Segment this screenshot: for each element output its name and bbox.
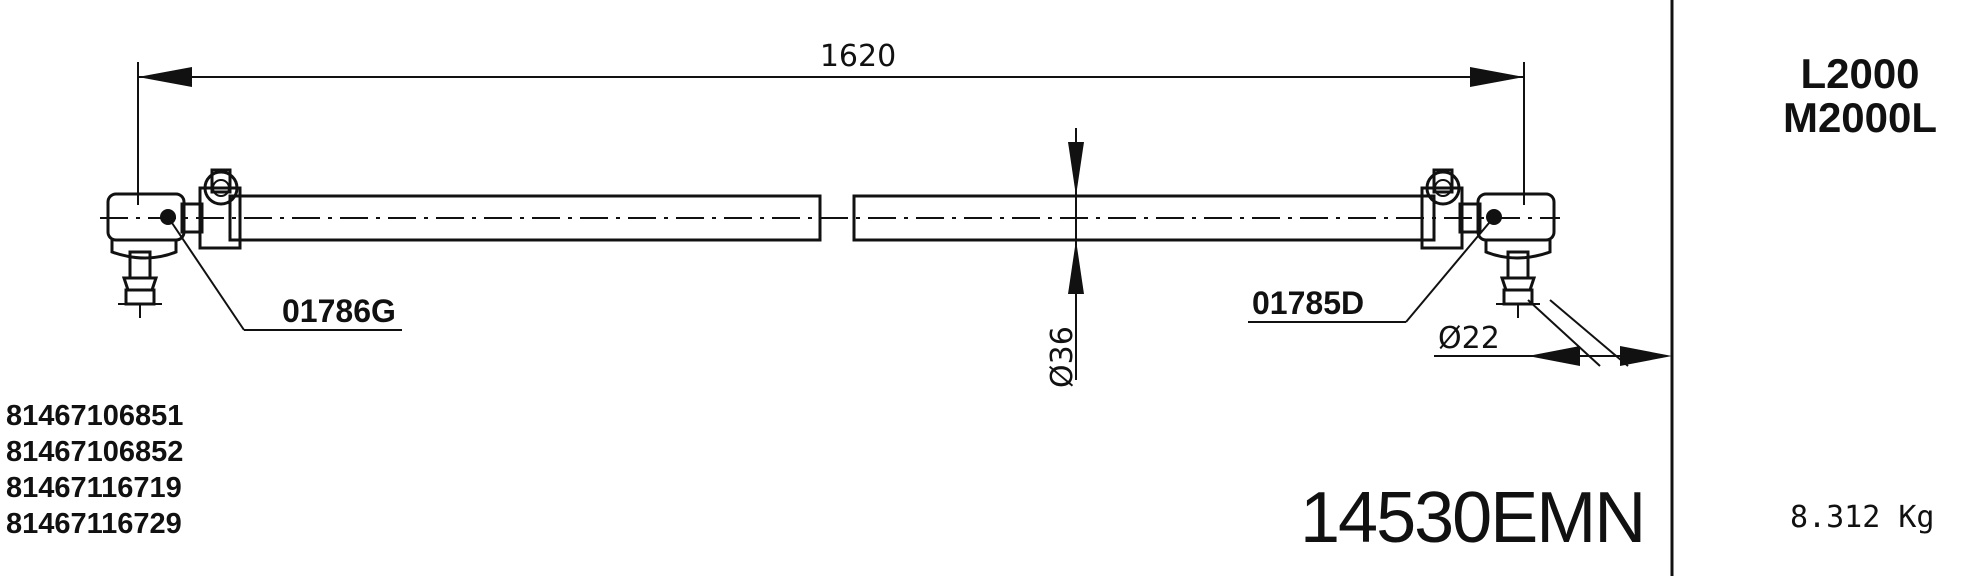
right-part-callout: 01785D bbox=[1248, 216, 1495, 323]
right-tie-rod-end bbox=[1420, 168, 1556, 318]
right-part-label: 01785D bbox=[1252, 285, 1364, 321]
part-number: 81467116729 bbox=[6, 508, 182, 540]
model-list: L2000 M2000L bbox=[1760, 52, 1960, 140]
left-part-label: 01786G bbox=[282, 293, 396, 329]
reference-code: 14530EMN bbox=[1300, 478, 1646, 558]
part-number: 81467106852 bbox=[6, 436, 184, 468]
tube bbox=[100, 194, 1560, 242]
tube-diameter-dimension: Ø36 bbox=[1045, 128, 1084, 388]
length-value: 1620 bbox=[820, 39, 896, 74]
left-part-callout: 01786G bbox=[167, 216, 402, 331]
end-diameter-value: Ø22 bbox=[1438, 321, 1500, 356]
weight-value: 8.312 Kg bbox=[1790, 500, 1935, 535]
model-name: L2000 bbox=[1800, 50, 1920, 97]
part-number: 81467116719 bbox=[6, 472, 182, 504]
part-number-list: 81467106851 81467106852 81467116719 8146… bbox=[6, 398, 183, 542]
length-dimension: 1620 bbox=[137, 39, 1525, 205]
left-tie-rod-end bbox=[106, 168, 242, 318]
model-name: M2000L bbox=[1782, 94, 1938, 141]
end-diameter-dimension: Ø22 bbox=[1434, 299, 1672, 367]
part-number: 81467106851 bbox=[6, 400, 184, 432]
tube-diameter-value: Ø36 bbox=[1045, 326, 1080, 388]
